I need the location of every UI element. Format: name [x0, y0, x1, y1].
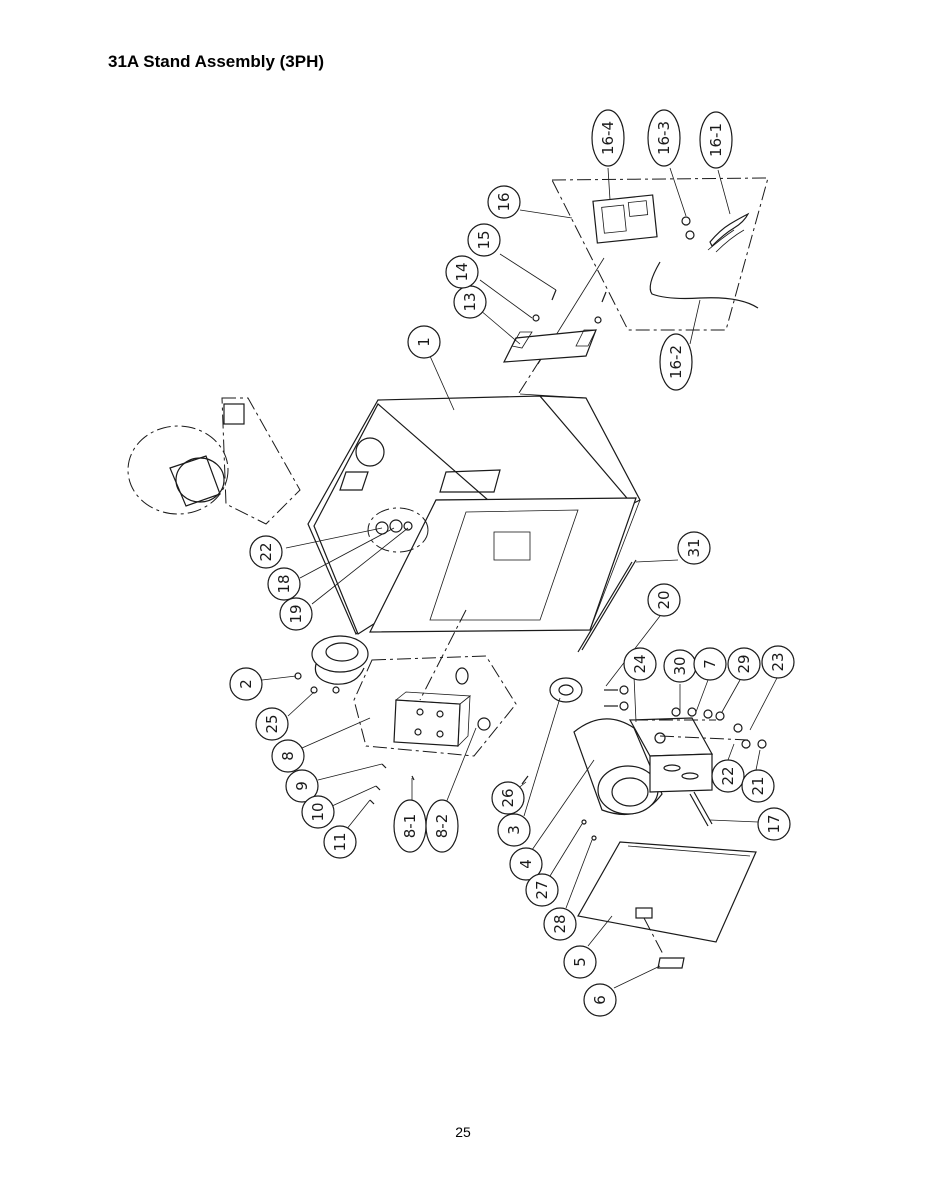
callout-29: 29	[727, 647, 761, 681]
callout-8-2: 8-2	[425, 799, 459, 853]
svg-text:7: 7	[701, 659, 719, 669]
belt-rod	[581, 559, 637, 651]
callout-27: 27	[525, 873, 559, 907]
svg-text:1: 1	[415, 337, 433, 347]
callout-16: 16	[487, 185, 521, 219]
callout-16-4: 16-4	[591, 109, 625, 167]
callout-21: 21	[741, 769, 775, 803]
svg-text:14: 14	[453, 262, 471, 281]
callout-22-upper: 22	[249, 535, 283, 569]
callout-16-1: 16-1	[699, 111, 733, 169]
page-title: 31A Stand Assembly (3PH)	[108, 52, 325, 71]
motor-group	[521, 677, 663, 816]
svg-text:18: 18	[275, 574, 293, 593]
callout-8: 8	[271, 739, 305, 773]
callout-25: 25	[255, 707, 289, 741]
electrical-box-group	[537, 177, 769, 365]
callout-19: 19	[279, 597, 313, 631]
callout-14: 14	[445, 255, 479, 289]
svg-text:25: 25	[263, 714, 281, 733]
svg-text:31: 31	[685, 538, 703, 557]
svg-text:9: 9	[293, 781, 311, 791]
impeller-housing	[127, 397, 301, 525]
callout-18: 18	[267, 567, 301, 601]
callout-3: 3	[497, 813, 531, 847]
svg-text:22: 22	[257, 542, 275, 561]
door-panel	[577, 819, 757, 969]
svg-text:6: 6	[591, 995, 609, 1005]
callout-4: 4	[509, 847, 543, 881]
pulley-part	[294, 635, 369, 694]
callout-5: 5	[563, 945, 597, 979]
svg-text:22: 22	[719, 766, 737, 785]
svg-text:8-1: 8-1	[401, 814, 419, 839]
callout-1: 1	[407, 325, 441, 359]
svg-text:19: 19	[287, 604, 305, 623]
svg-text:16-3: 16-3	[655, 121, 673, 155]
svg-text:4: 4	[517, 859, 535, 869]
svg-text:23: 23	[769, 652, 787, 671]
svg-text:16-2: 16-2	[667, 345, 685, 379]
hub-parts	[367, 507, 429, 553]
callout-24: 24	[623, 647, 657, 681]
callout-17: 17	[757, 807, 791, 841]
callout-7: 7	[693, 647, 727, 681]
svg-text:26: 26	[499, 788, 517, 807]
svg-text:21: 21	[749, 776, 767, 795]
callout-13: 13	[453, 285, 487, 319]
cabinet-body	[307, 393, 641, 701]
motor-bracket	[604, 685, 767, 827]
callout-28: 28	[543, 907, 577, 941]
callout-15: 15	[467, 223, 501, 257]
callout-26: 26	[491, 781, 525, 815]
svg-text:11: 11	[331, 832, 349, 851]
svg-text:30: 30	[671, 656, 689, 675]
svg-text:24: 24	[631, 654, 649, 673]
svg-text:16-4: 16-4	[599, 121, 617, 155]
svg-text:15: 15	[475, 230, 493, 249]
callout-22-lower: 22	[711, 759, 745, 793]
callout-16-3: 16-3	[647, 109, 681, 167]
svg-text:28: 28	[551, 914, 569, 933]
svg-text:27: 27	[533, 880, 551, 899]
svg-text:29: 29	[735, 654, 753, 673]
callout-6: 6	[583, 983, 617, 1017]
callout-31: 31	[677, 531, 711, 565]
callout-8-1: 8-1	[393, 799, 427, 853]
callout-30: 30	[663, 649, 697, 683]
callout-16-2: 16-2	[659, 333, 693, 391]
callout-10: 10	[301, 795, 335, 829]
svg-text:16: 16	[495, 192, 513, 211]
svg-text:16-1: 16-1	[707, 123, 725, 157]
svg-text:17: 17	[765, 814, 783, 833]
svg-text:8-2: 8-2	[433, 814, 451, 839]
callout-11: 11	[323, 825, 357, 859]
svg-text:5: 5	[571, 957, 589, 967]
svg-text:20: 20	[655, 590, 673, 609]
svg-text:3: 3	[505, 825, 523, 835]
svg-text:13: 13	[461, 292, 479, 311]
callout-2: 2	[229, 667, 263, 701]
switch-box-group	[353, 655, 517, 805]
svg-text:10: 10	[309, 802, 327, 821]
callout-23: 23	[761, 645, 795, 679]
page-number: 25	[455, 1124, 471, 1140]
callout-9: 9	[285, 769, 319, 803]
svg-text:2: 2	[237, 679, 255, 689]
svg-text:8: 8	[279, 751, 297, 761]
callout-20: 20	[647, 583, 681, 617]
